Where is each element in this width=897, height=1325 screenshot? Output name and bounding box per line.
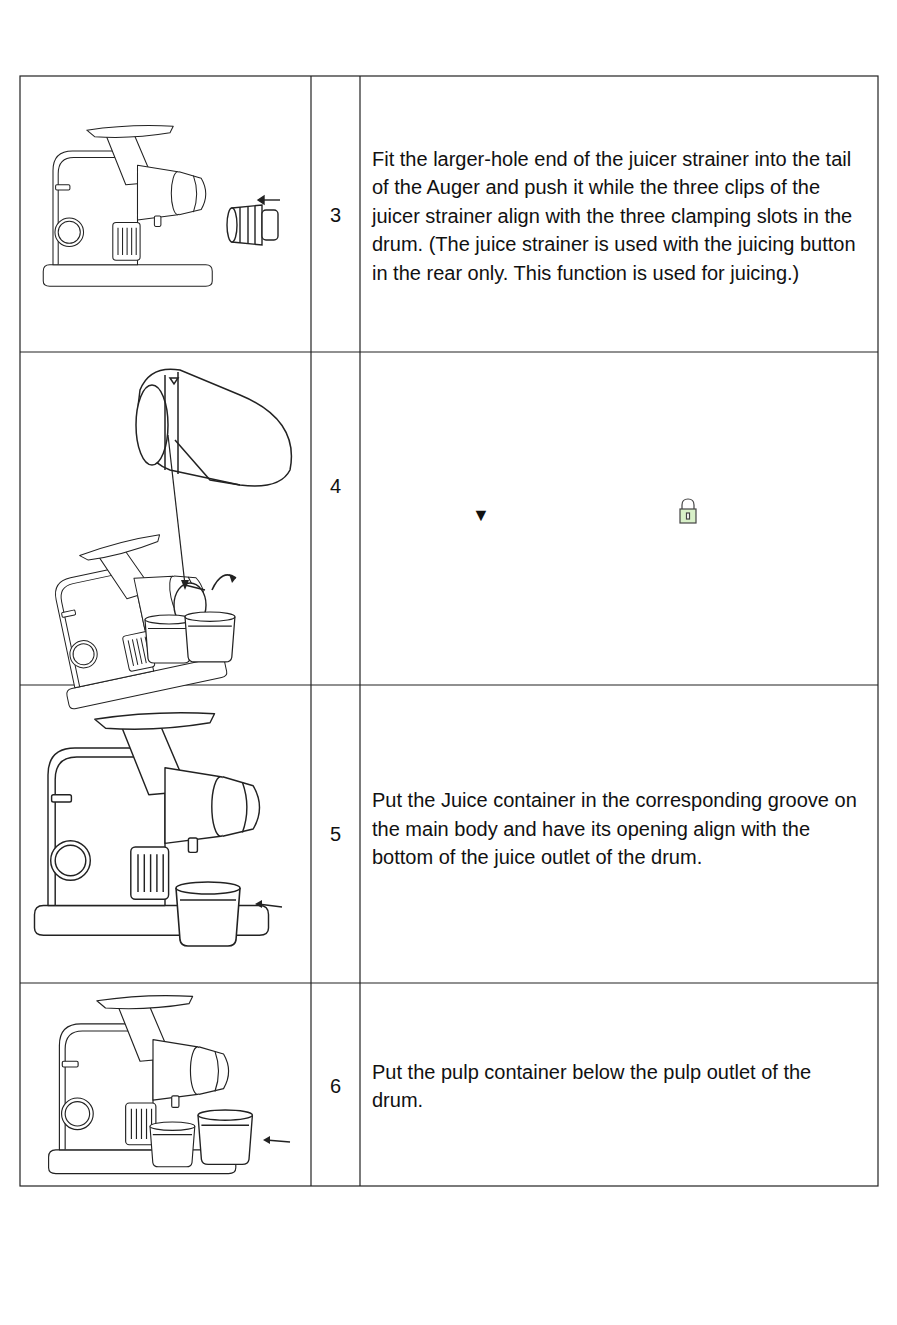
line-art xyxy=(20,351,878,352)
alignment-mark: ▼ xyxy=(466,504,496,526)
line-art xyxy=(258,196,264,204)
line-art xyxy=(687,513,690,519)
line-art xyxy=(165,372,178,474)
line-art xyxy=(310,76,311,1186)
line-art xyxy=(170,378,178,384)
juicer-illustration-step3 xyxy=(43,126,280,287)
line-art xyxy=(136,385,168,465)
line-art xyxy=(176,882,240,946)
line-art xyxy=(181,580,189,590)
line-art xyxy=(168,435,185,585)
line-art xyxy=(20,982,878,983)
line-art xyxy=(263,1136,270,1144)
line-art xyxy=(150,1122,195,1167)
line-art xyxy=(229,574,236,583)
line-art xyxy=(198,1110,252,1164)
line-art xyxy=(185,612,235,662)
line-art xyxy=(227,196,280,245)
line-art xyxy=(240,206,255,244)
step-instruction: Fit the larger-hole end of the juicer st… xyxy=(372,145,866,288)
step-instruction: Put the Juice container in the correspon… xyxy=(372,786,866,872)
step-number: 4 xyxy=(311,472,360,501)
juicer-illustration-step4 xyxy=(38,369,291,710)
line-art xyxy=(227,208,237,242)
step-number: 3 xyxy=(311,201,360,230)
line-art xyxy=(359,76,360,1186)
table-grid xyxy=(20,76,878,1186)
line-art xyxy=(682,499,694,509)
juicer-illustration-step5 xyxy=(35,713,283,946)
lock-icon xyxy=(680,499,696,523)
line-art xyxy=(20,76,878,1186)
step-number: 6 xyxy=(311,1072,360,1101)
line-art xyxy=(212,575,236,590)
line-art xyxy=(136,369,291,486)
line-art xyxy=(175,440,240,485)
line-art xyxy=(680,509,696,523)
line-art xyxy=(43,126,212,287)
step-instruction: Put the pulp container below the pulp ou… xyxy=(372,1058,866,1115)
juicer-illustration-step6 xyxy=(49,996,290,1174)
line-art xyxy=(255,900,262,908)
step-number: 5 xyxy=(311,820,360,849)
line-art xyxy=(262,210,278,240)
